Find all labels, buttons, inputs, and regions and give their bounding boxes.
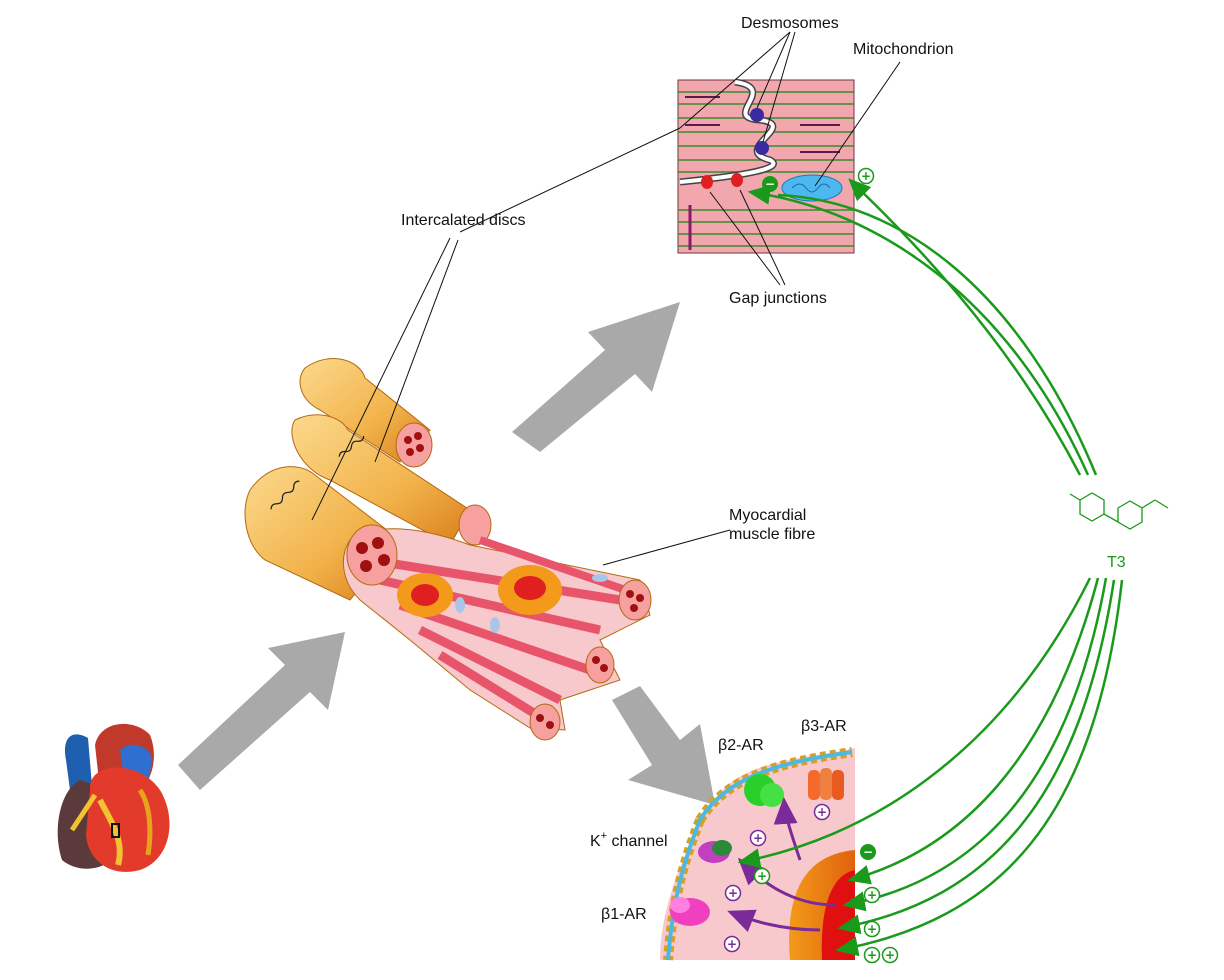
sign-plus-mito: + bbox=[857, 167, 875, 185]
leader-lines bbox=[311, 31, 901, 566]
label-intercalated-discs: Intercalated discs bbox=[401, 212, 526, 229]
k-channel-k: K bbox=[590, 833, 601, 850]
plus-sign-text: + bbox=[817, 805, 827, 819]
sign-plus-purple-4: + bbox=[723, 935, 741, 953]
sign-plus-purple-1: + bbox=[813, 803, 831, 821]
label-k-channel: K+ channel bbox=[590, 830, 668, 850]
plus-sign-text: + bbox=[727, 937, 737, 951]
plus-sign-text: + bbox=[757, 869, 767, 883]
myocardial-fibre-bundle bbox=[244, 358, 652, 741]
sign-plus-1: + bbox=[863, 886, 881, 904]
k-channel bbox=[698, 840, 732, 863]
k-channel-rest: channel bbox=[607, 833, 668, 850]
label-beta2-ar: β2-AR bbox=[718, 737, 764, 754]
plus-sign-text: + bbox=[867, 948, 877, 962]
sign-plus-4: + bbox=[881, 946, 899, 964]
label-mitochondrion: Mitochondrion bbox=[853, 41, 954, 58]
beta3-ar-receptor bbox=[808, 768, 844, 800]
sign-plus-3: + bbox=[863, 946, 881, 964]
plus-sign-text: + bbox=[753, 831, 763, 845]
plus-sign-text: + bbox=[867, 922, 877, 936]
sign-minus-gap: − bbox=[762, 176, 778, 192]
label-desmosomes: Desmosomes bbox=[741, 15, 839, 32]
label-gap-junctions: Gap junctions bbox=[729, 290, 827, 307]
sign-plus-purple-2: + bbox=[749, 829, 767, 847]
sign-plus-purple-3: + bbox=[724, 884, 742, 902]
plus-sign-text: + bbox=[861, 169, 871, 183]
label-t3: T3 bbox=[1107, 554, 1126, 571]
plus-sign-text: + bbox=[867, 888, 877, 902]
t3-arrows bbox=[737, 178, 1124, 957]
flow-arrow-heart-to-fibre bbox=[178, 632, 345, 790]
beta1-ar-receptor bbox=[670, 897, 710, 926]
label-myocardial-line2: muscle fibre bbox=[729, 526, 815, 543]
cardiomyocyte-section bbox=[677, 78, 855, 254]
minus-sign-text: − bbox=[765, 177, 775, 191]
minus-sign-text: − bbox=[863, 845, 873, 859]
sign-minus-membrane: − bbox=[860, 844, 876, 860]
sign-plus-kchannel: + bbox=[753, 867, 771, 885]
heart-illustration bbox=[57, 723, 170, 872]
flow-arrow-fibre-to-cell bbox=[512, 302, 680, 452]
sign-plus-2: + bbox=[863, 920, 881, 938]
label-myocardial-line1: Myocardial bbox=[729, 507, 806, 524]
t3-molecule bbox=[1069, 492, 1169, 530]
plus-sign-text: + bbox=[728, 886, 738, 900]
k-channel-superscript: + bbox=[601, 830, 607, 842]
label-beta3-ar: β3-AR bbox=[801, 718, 847, 735]
plus-sign-text: + bbox=[885, 948, 895, 962]
label-beta1-ar: β1-AR bbox=[601, 906, 647, 923]
flow-arrow-fibre-to-membrane bbox=[612, 686, 715, 805]
